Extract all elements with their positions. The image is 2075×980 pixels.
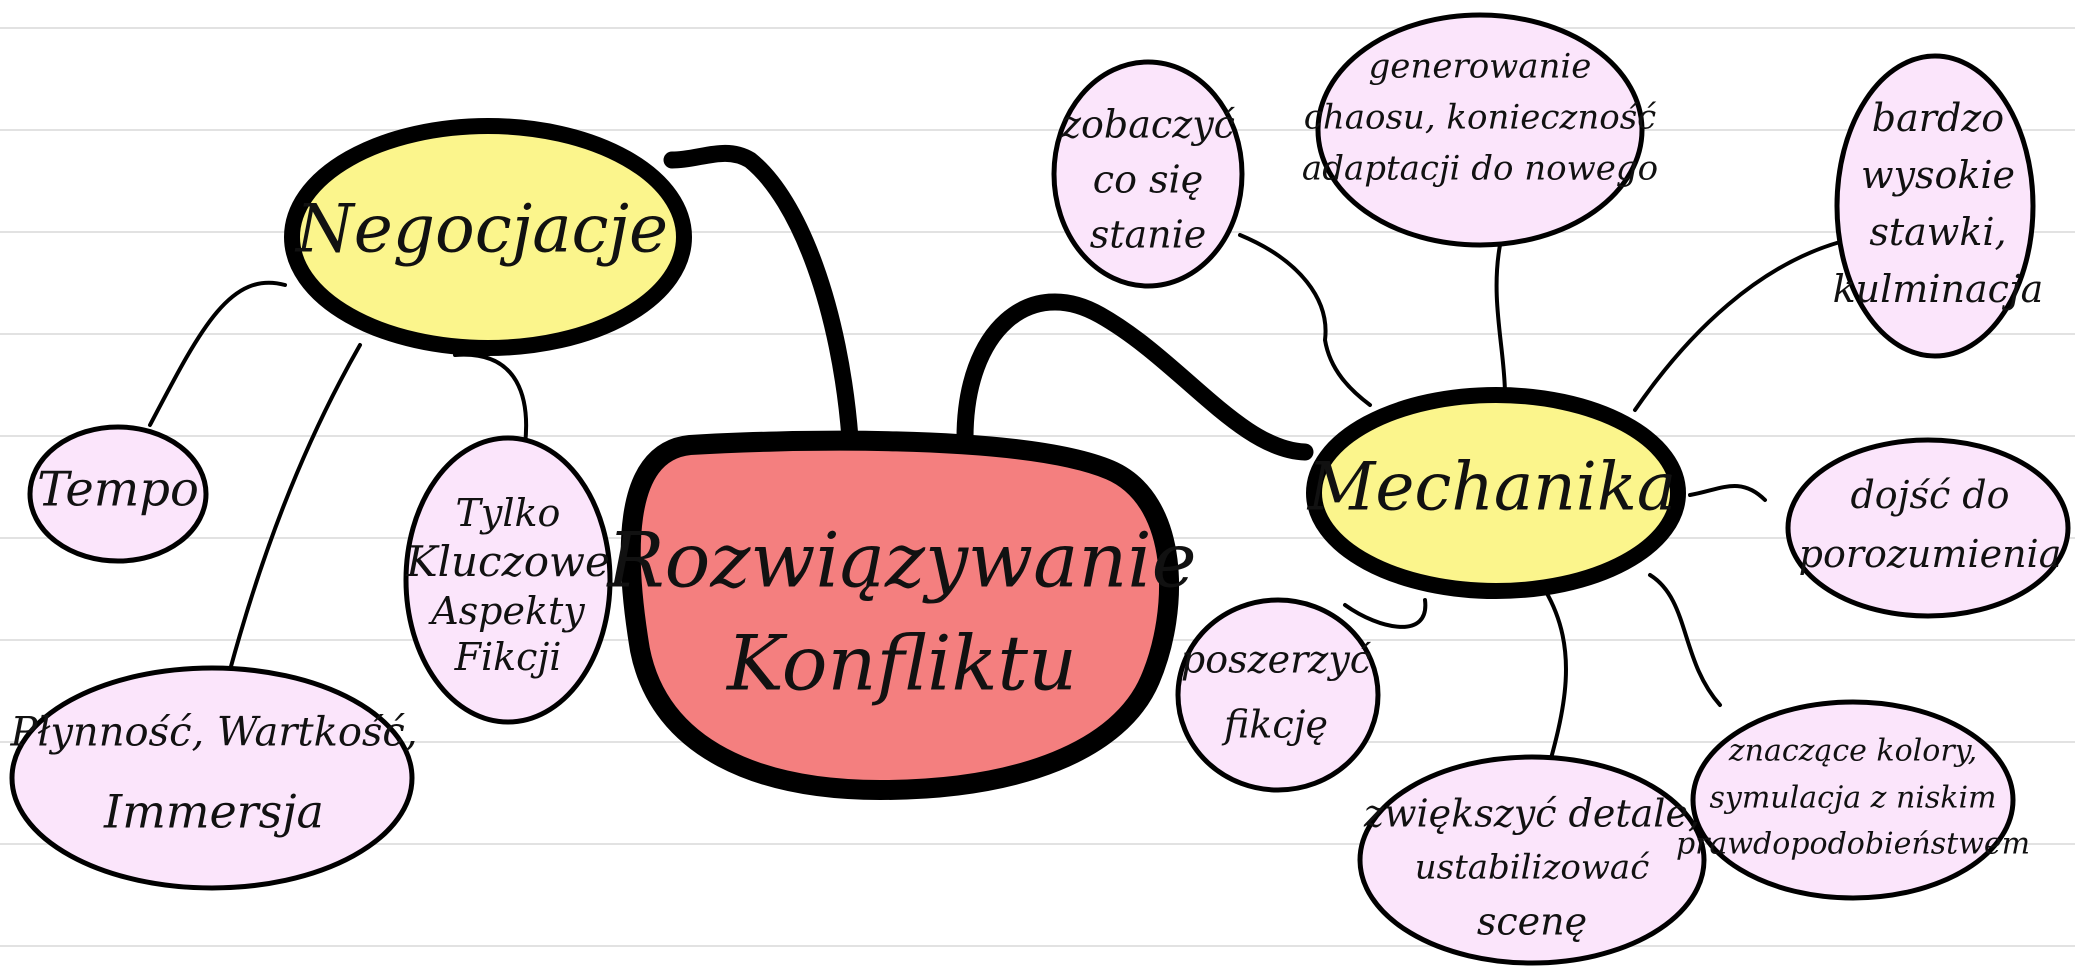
leaf-connectors [148, 233, 1842, 782]
leaf-zobaczyc-line: stanie [1089, 212, 1207, 257]
leaf-poszerzyc: poszerzyć fikcję [1181, 627, 1371, 756]
connector-mechanika-znaczace [1648, 573, 1722, 707]
leaf-tylko-line: Tylko [455, 490, 561, 535]
leaf-znaczace-line: znaczące kolory, [1728, 733, 1978, 769]
leaf-plynnosc: Płynność, Wartkość, Immersja [10, 695, 417, 854]
connector-mechanika-poszerzyc [1343, 598, 1428, 629]
bubble-generowanie [1315, 12, 1645, 248]
leaf-znaczace: znaczące kolory, symulacja z niskim praw… [1676, 728, 2030, 868]
connector-central-negocjacje [663, 144, 859, 447]
leaf-dojsc-line: porozumienia [1798, 532, 2062, 576]
leaf-poszerzyc-line: fikcję [1224, 702, 1328, 746]
connector-central-mechanika [956, 293, 1314, 461]
leaf-generowanie-line: generowanie [1368, 46, 1592, 87]
leaf-tylko: Tylko Kluczowe Aspekty Fikcji [406, 490, 610, 680]
bubble-tempo [27, 424, 209, 564]
leaf-generowanie: generowanie chaosu, konieczność adaptacj… [1302, 42, 1658, 195]
leaf-bardzo-line: bardzo [1871, 96, 2005, 140]
bubble-mechanika [1306, 387, 1686, 599]
connector-mechanika-dojsc [1688, 484, 1767, 502]
leaf-zwiekszyc-line: scenę [1476, 899, 1588, 944]
connector-mechanika-generowanie [1494, 243, 1507, 397]
leaf-zobaczyc-line: zobaczyć [1061, 102, 1235, 147]
hub-bubbles [284, 118, 1686, 599]
leaf-dojsc-line: dojść do [1850, 473, 2010, 518]
hub-mechanika-label: Mechanika [1307, 448, 1677, 526]
leaf-tylko-line: Kluczowe [406, 537, 610, 587]
hub-negocjacje-label: Negocjacje [295, 190, 669, 268]
leaf-zwiekszyc-line: ustabilizować [1414, 847, 1650, 888]
leaf-generowanie-line: chaosu, konieczność [1303, 97, 1657, 138]
connector-mechanika-zobaczyc [1238, 233, 1372, 407]
leaf-zobaczyc-line: co się [1092, 157, 1204, 202]
connector-negocjacje-tylko [453, 352, 529, 447]
bubble-negocjacje [284, 118, 692, 356]
bubble-poszerzyc [1175, 597, 1381, 793]
leaf-bardzo-line: kulminacja [1832, 267, 2044, 311]
bubble-zobaczyc [1051, 59, 1245, 289]
hub-mechanika: Mechanika [1308, 448, 1676, 529]
leaf-poszerzyc-line: poszerzyć [1180, 637, 1372, 682]
leaf-tempo: Tempo [37, 461, 199, 520]
leaf-generowanie-line: adaptacji do nowego [1301, 148, 1659, 189]
bubble-znaczace [1690, 699, 2016, 901]
connector-negocjacje-tempo [148, 280, 287, 427]
bubble-zwiekszyc [1357, 754, 1707, 966]
bubble-plynnosc [9, 665, 415, 891]
connector-negocjacje-plynnosc [228, 343, 362, 672]
leaf-znaczace-line: prawdopodobieństwem [1675, 826, 2031, 862]
leaf-zwiekszyc: zwiększyć detale, ustabilizować scenę [1364, 786, 1700, 951]
leaf-tylko-line: Fikcji [454, 634, 562, 679]
bubble-dojsc [1785, 437, 2071, 619]
bubble-tylko [403, 435, 613, 725]
leaf-bubbles [9, 12, 2071, 966]
leaf-zobaczyc: zobaczyć co się stanie [1061, 97, 1235, 262]
leaf-bardzo: bardzo wysokie stawki, kulminacja [1833, 90, 2044, 318]
leaf-plynnosc-line: Immersja [104, 784, 324, 839]
main-connectors [663, 144, 1314, 461]
central-line-1: Rozwiązywanie [607, 515, 1197, 605]
central-topic: Rozwiązywanie Konfliktu [607, 509, 1196, 714]
bubble-central [620, 430, 1180, 801]
central-line-2: Konfliktu [727, 618, 1077, 707]
leaf-plynnosc-line: Płynność, Wartkość, [10, 709, 418, 756]
hub-negocjacje: Negocjacje [296, 190, 668, 271]
connector-mechanika-bardzo [1633, 240, 1842, 412]
leaf-zwiekszyc-line: zwiększyć detale, [1363, 791, 1701, 836]
leaf-tempo-line: Tempo [37, 461, 199, 518]
leaf-dojsc: dojść do porozumienia [1799, 466, 2062, 584]
leaf-bardzo-line: stawki, [1869, 210, 2007, 254]
connector-mechanika-zwiekszyc [1543, 588, 1568, 782]
bubble-bardzo [1834, 53, 2036, 359]
leaf-bardzo-line: wysokie [1860, 153, 2016, 197]
leaf-znaczace-line: symulacja z niskim [1709, 779, 1997, 815]
leaf-tylko-line: Aspekty [431, 588, 585, 633]
